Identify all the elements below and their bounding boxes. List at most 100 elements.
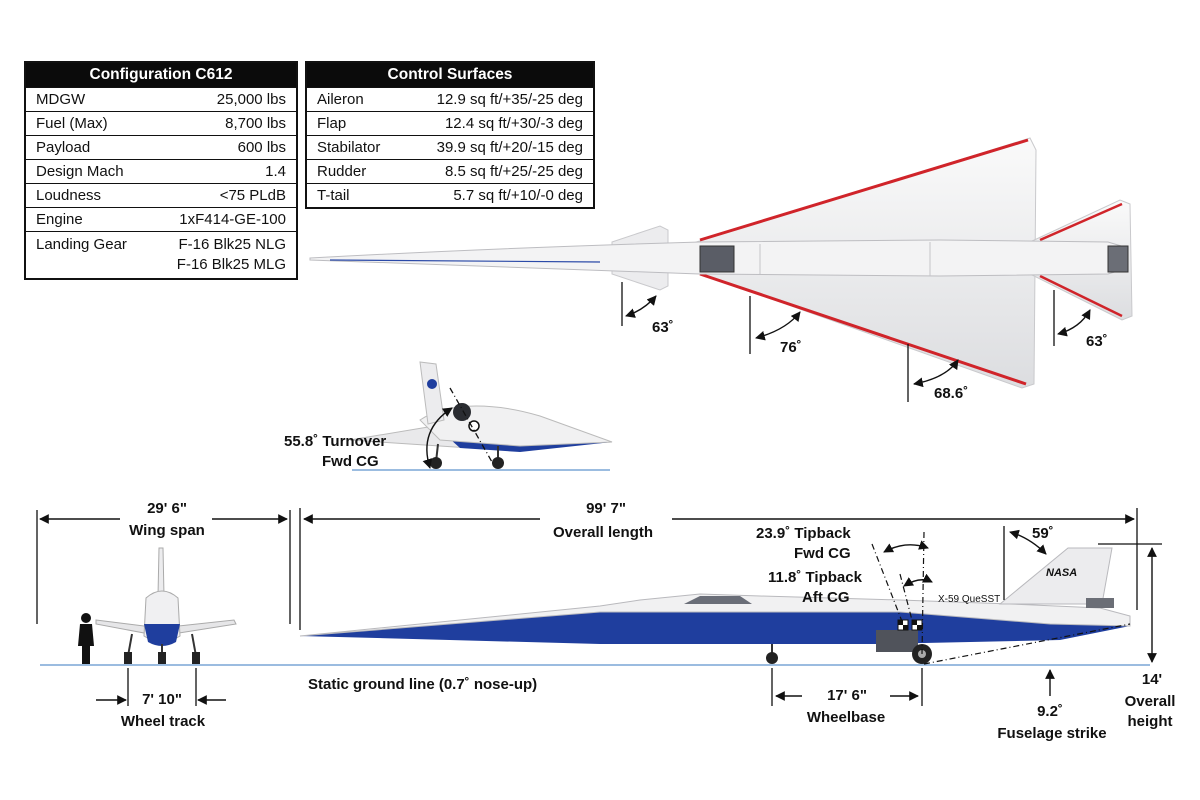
wheelbase-value: 17' 6" [827,687,867,704]
fuselage-strike-value: 9.2˚ [1037,703,1063,720]
turnover-wheel [430,457,442,469]
sweep-angle-68-6: 68.6˚ [907,344,968,402]
config-value: F-16 Blk25 NLG F-16 Blk25 MLG [164,231,297,279]
side-view-aircraft: NASA X-59 QueSST [299,547,1131,664]
front-wheel [124,652,132,664]
wing-leading-edge-red-lower [699,272,1027,386]
control-value: 39.9 sq ft/+20/-15 deg [411,135,594,160]
turnover-wheel [492,457,504,469]
wing-span-label: Wing span [129,522,205,539]
tail-sweep-label: 59˚ [1032,525,1054,542]
turnover-view-aircraft [349,361,613,471]
tipback-aft-line1: 11.8˚ Tipback [768,569,863,586]
table-row: T-tail 5.7 sq ft/+10/-0 deg [306,183,594,208]
turnover-label-line2: Fwd CG [322,453,379,470]
stabilator-red-lower [1039,274,1123,318]
wing-span-dimension [36,510,291,624]
config-value: 8,700 lbs [164,111,297,136]
config-label: Loudness [25,183,164,208]
top-view-aircraft [309,137,1133,389]
config-value: 25,000 lbs [164,87,297,112]
turnover-nasa-meatball [427,379,437,389]
side-vertical-tail [998,547,1113,605]
fuselage-marking: X-59 QueSST [938,594,1000,605]
cg-symbol [911,619,923,631]
overall-length-value: 99' 7" [586,500,626,517]
turnover-fuselage [419,405,613,447]
cg-symbol [468,420,480,432]
configuration-table: Configuration C612 MDGW 25,000 lbs Fuel … [24,61,298,280]
table-row: Design Mach 1.4 [25,159,297,184]
engine-inlet [699,245,735,273]
turnover-angle-arc [422,407,453,469]
landing-gear-nlg: F-16 Blk25 NLG [178,236,286,253]
person-silhouette-icon [78,613,94,664]
control-value: 12.4 sq ft/+30/-3 deg [411,111,594,136]
control-value: 12.9 sq ft/+35/-25 deg [411,87,594,112]
table-row: Payload 600 lbs [25,135,297,160]
wheel-track-value: 7' 10" [142,691,182,708]
front-wheel [192,652,200,664]
control-surfaces-table-title: Control Surfaces [306,62,594,88]
table-row: Stabilator 39.9 sq ft/+20/-15 deg [306,135,594,160]
angle-label: 68.6˚ [934,385,968,402]
wing-span-value: 29' 6" [147,500,187,517]
overall-height-dimension [1098,543,1162,663]
turnover-dash-line [449,387,493,463]
ground-line-label: Static ground line (0.7˚ nose-up) [308,676,537,693]
config-value: 1.4 [164,159,297,184]
front-view-aircraft [78,547,237,664]
control-label: Stabilator [306,135,411,160]
config-label: Design Mach [25,159,164,184]
turnover-label-line1: 55.8˚ Turnover [284,433,386,450]
config-value: <75 PLdB [164,183,297,208]
angle-label: 63˚ [652,319,674,336]
angle-label: 76˚ [780,339,802,356]
tipback-aft-line2: Aft CG [802,589,850,606]
table-row: Aileron 12.9 sq ft/+35/-25 deg [306,87,594,112]
side-fuselage [299,593,1131,637]
tipback-fwd-cg-lines [871,531,929,655]
fuselage-strike-line [923,623,1131,696]
control-surfaces-table: Control Surfaces Aileron 12.9 sq ft/+35/… [305,61,595,209]
overall-height-line2: height [1128,713,1173,730]
overall-length-label: Overall length [553,524,653,541]
table-row: Rudder 8.5 sq ft/+25/-25 deg [306,159,594,184]
control-label: Rudder [306,159,411,184]
table-row: Flap 12.4 sq ft/+30/-3 deg [306,111,594,136]
wing-leading-edge-red-upper [699,138,1029,242]
overall-height-line1: Overall [1125,693,1176,710]
tipback-aft-cg-lines [899,573,933,625]
front-vertical-tail [157,547,165,597]
cg-symbol [897,619,909,631]
config-label: Fuel (Max) [25,111,164,136]
side-nose-wheel [766,652,778,664]
overall-height-value: 14' [1142,671,1162,688]
config-label: MDGW [25,87,164,112]
side-engine [1086,598,1114,608]
table-row: Landing Gear F-16 Blk25 NLG F-16 Blk25 M… [25,231,297,279]
table-row: Fuel (Max) 8,700 lbs [25,111,297,136]
table-row: Engine 1xF414-GE-100 [25,207,297,232]
tail-sweep-angle [1003,526,1047,600]
wheelbase-label: Wheelbase [807,709,885,726]
angle-label: 63˚ [1086,333,1108,350]
config-value: 1xF414-GE-100 [164,207,297,232]
fuselage-strike-label: Fuselage strike [997,725,1106,742]
sweep-angle-76: 76˚ [749,296,802,356]
control-value: 8.5 sq ft/+25/-25 deg [411,159,594,184]
control-label: Aileron [306,87,411,112]
engine-nozzle [1107,245,1129,273]
config-value: 600 lbs [164,135,297,160]
control-label: Flap [306,111,411,136]
stabilator-red-upper [1039,202,1123,242]
turnover-tail [419,361,445,425]
config-label: Payload [25,135,164,160]
turnover-engine-intake [453,403,471,421]
side-canopy [684,596,752,604]
tipback-fwd-line1: 23.9˚ Tipback [756,525,851,542]
wheel-track-dimension [96,668,226,706]
front-wheel [158,652,166,664]
wheelbase-dimension [771,668,923,706]
